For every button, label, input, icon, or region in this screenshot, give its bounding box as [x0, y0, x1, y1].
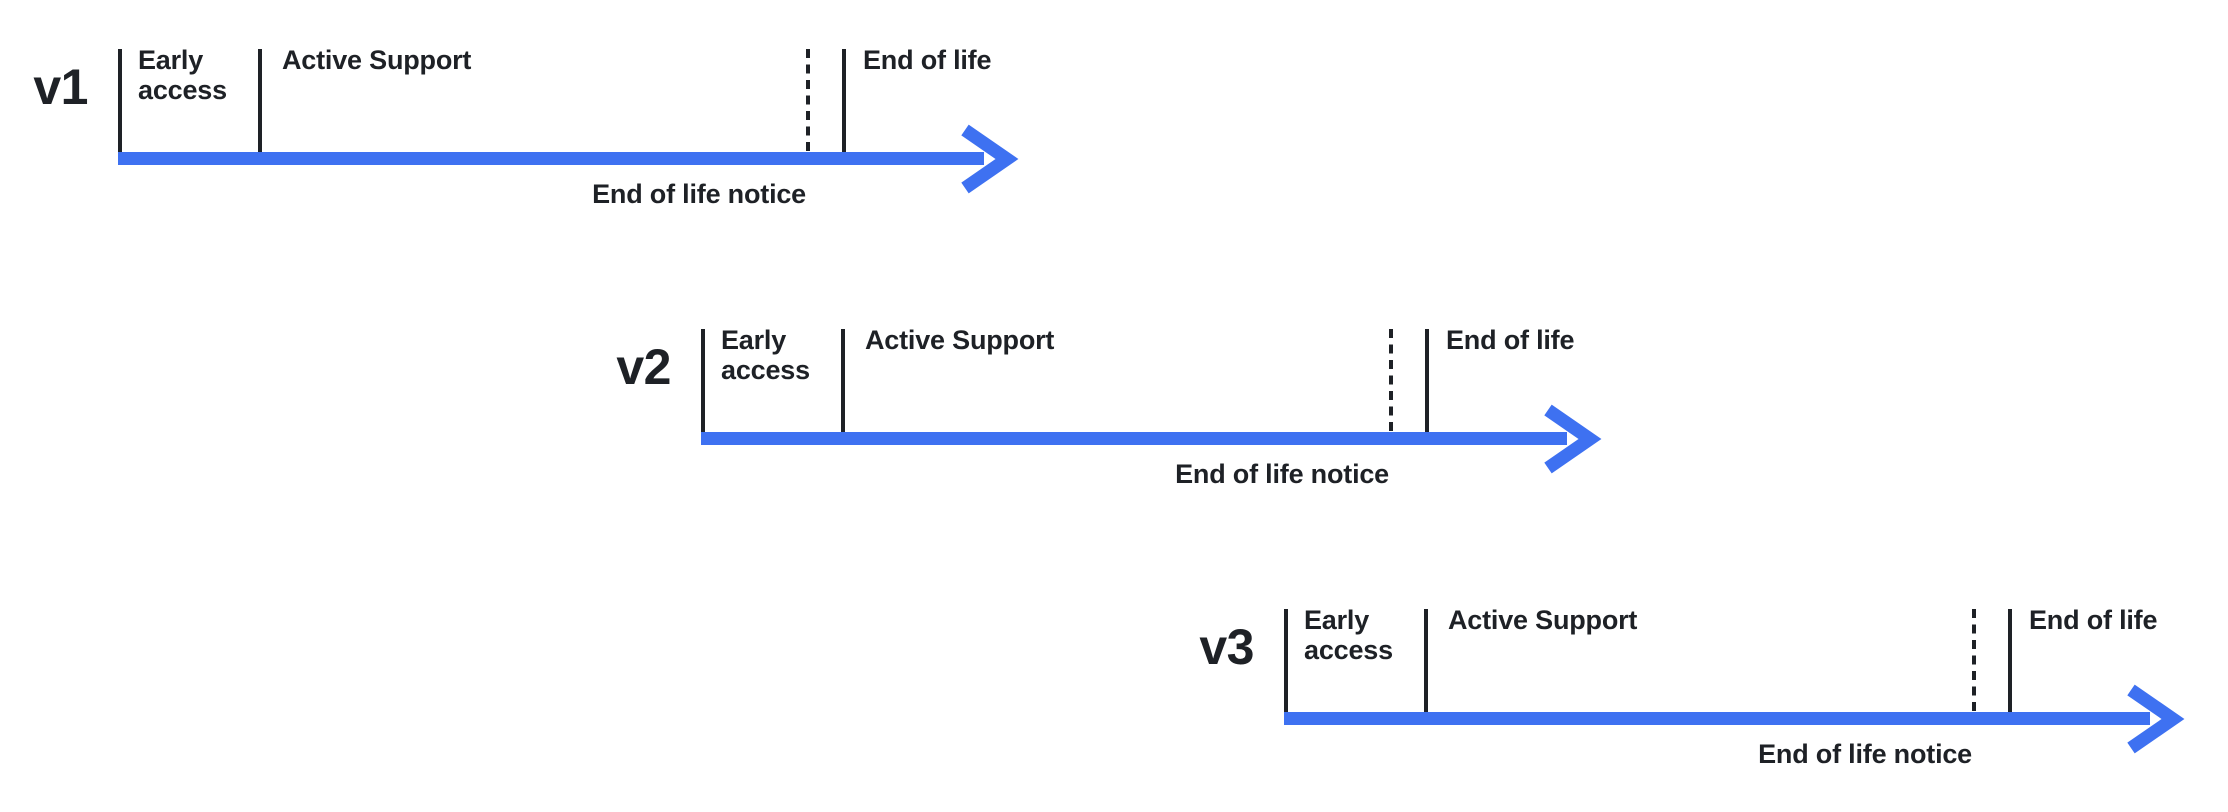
end-of-life-label: End of life [1446, 325, 1575, 355]
early-access-label: Early access [138, 45, 227, 105]
active-support-label: Active Support [865, 325, 1055, 355]
eol-notice-label: End of life notice [1175, 459, 1389, 489]
timeline-arrow-graphic [1284, 609, 2185, 754]
timeline-v1: v1 Early access Active Support End of li… [33, 45, 1198, 229]
timeline-arrow-graphic [118, 49, 1019, 194]
arrowhead-icon [2127, 684, 2185, 754]
early-access-label: Early access [1304, 605, 1393, 665]
eol-notice-label: End of life notice [1758, 739, 1972, 769]
arrowhead-icon [1544, 404, 1602, 474]
arrowhead-icon [961, 124, 1019, 194]
eol-notice-label: End of life notice [592, 179, 806, 209]
version-label: v1 [33, 59, 88, 115]
active-support-label: Active Support [282, 45, 472, 75]
active-support-label: Active Support [1448, 605, 1638, 635]
early-access-label: Early access [721, 325, 810, 385]
version-label: v3 [1199, 619, 1254, 675]
version-label: v2 [616, 339, 671, 395]
timeline-arrow-graphic [701, 329, 1602, 474]
end-of-life-label: End of life [2029, 605, 2158, 635]
timeline-v3: v3 Early access Active Support End of li… [1199, 605, 2228, 789]
end-of-life-label: End of life [863, 45, 992, 75]
timeline-v2: v2 Early access Active Support End of li… [616, 325, 1781, 509]
